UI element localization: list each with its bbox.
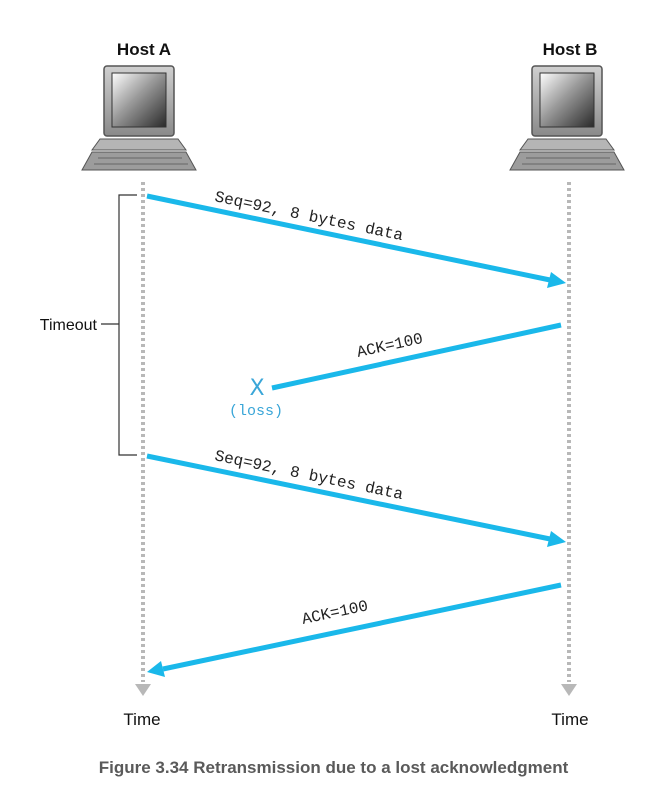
host-a-computer-icon [81, 65, 197, 171]
loss-label: (loss) [229, 403, 283, 420]
message-arrow-4 [147, 582, 562, 677]
timeout-label: Timeout [40, 317, 98, 334]
host-b-computer-icon [509, 65, 625, 171]
host-a-time-label: Time [123, 710, 160, 729]
host-b-time-arrow [561, 684, 577, 696]
message-label-4: ACK=100 [300, 597, 369, 629]
host-a-time-arrow [135, 684, 151, 696]
message-arrow-1 [146, 193, 566, 288]
timeout-bracket [101, 194, 137, 456]
host-a-label: Host A [117, 40, 171, 59]
host-b-time-label: Time [551, 710, 588, 729]
message-arrow-2 [271, 322, 562, 391]
message-arrow-3 [146, 453, 566, 547]
figure-caption: Figure 3.34 Retransmission due to a lost… [98, 758, 569, 777]
loss-x-mark: X [249, 376, 264, 401]
host-b-label: Host B [543, 40, 598, 59]
